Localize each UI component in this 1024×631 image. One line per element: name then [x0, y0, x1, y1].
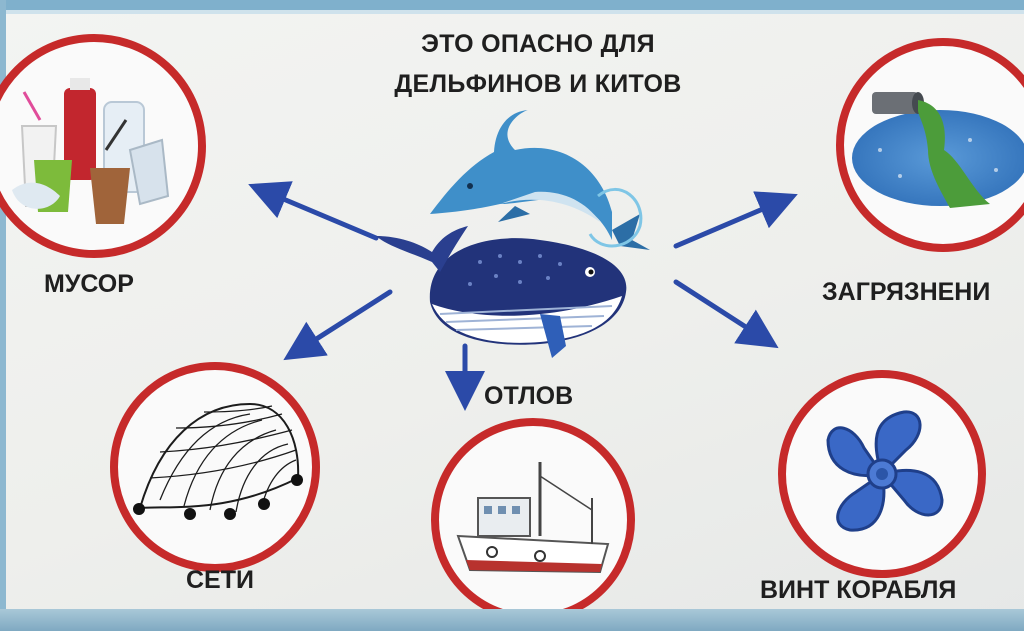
arrow-to-pollution — [673, 191, 798, 249]
dolphin-icon — [430, 110, 650, 250]
screen-left-bezel — [0, 0, 6, 631]
arrow-to-trash — [248, 181, 379, 241]
label-propeller: ВИНТ КОРАБЛЯ — [760, 576, 957, 604]
trash-icon — [12, 78, 170, 224]
poster-title-line-2: ДЕЛЬФИНОВ И КИТОВ — [394, 70, 682, 98]
arrow-to-propeller — [673, 279, 779, 349]
arrow-to-nets — [283, 289, 393, 361]
screen-top-bezel — [0, 0, 1024, 14]
label-nets: СЕТИ — [186, 566, 254, 594]
arrows — [248, 181, 798, 411]
label-catch: ОТЛОВ — [484, 382, 574, 410]
whale-icon — [376, 226, 627, 358]
screen-bottom-bezel — [0, 609, 1024, 631]
label-trash: МУСОР — [44, 270, 134, 298]
nets-circle — [110, 362, 320, 572]
poster-title-line-1: ЭТО ОПАСНО ДЛЯ — [421, 30, 655, 58]
pollution-icon — [852, 92, 1024, 208]
fishing-boat-icon — [456, 462, 610, 574]
nets-icon — [133, 402, 303, 520]
label-pollution: ЗАГРЯЗНЕНИ — [822, 278, 991, 306]
propeller-icon — [826, 410, 944, 532]
